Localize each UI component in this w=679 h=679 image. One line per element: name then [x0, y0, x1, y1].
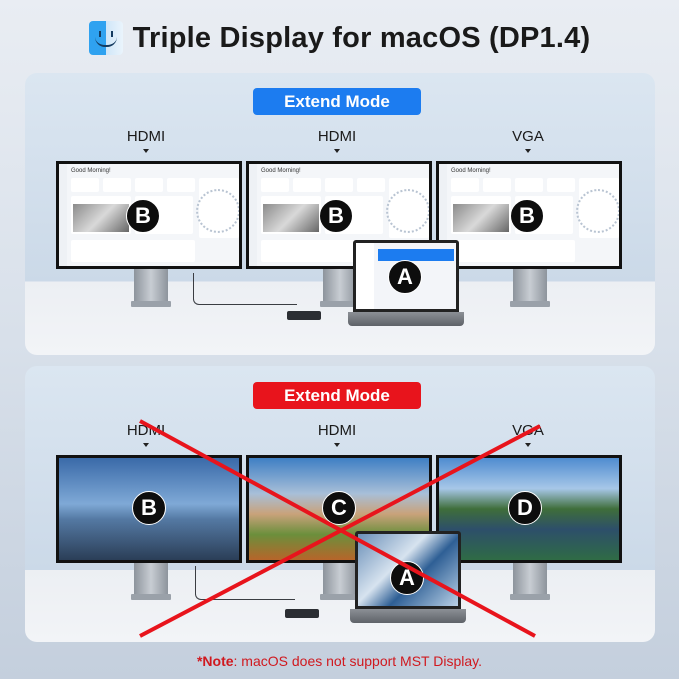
finder-icon [88, 21, 123, 55]
monitor-stand [513, 267, 547, 303]
display-label-a: A [390, 561, 424, 595]
monitor-right: D [436, 455, 622, 563]
laptop-screen: A [355, 531, 461, 609]
monitor-left: Good Morning! B [56, 161, 242, 269]
port-label-1: HDMI [106, 128, 186, 153]
monitor-stand [323, 267, 357, 303]
display-label-b: B [132, 491, 166, 525]
monitor-center: Good Morning! B [246, 161, 432, 269]
display-label-b: B [510, 199, 544, 233]
footnote: *Note: macOS does not support MST Displa… [0, 653, 679, 669]
monitor-stand [134, 267, 168, 303]
monitor-stand-base [320, 594, 360, 600]
monitor-stand-base [510, 301, 550, 307]
monitor-stand-base [510, 594, 550, 600]
monitor-stand [134, 562, 168, 596]
greeting-text: Good Morning! [261, 168, 301, 174]
greeting-text: Good Morning! [451, 168, 491, 174]
port-label-3: VGA [488, 128, 568, 153]
laptop-base [350, 609, 466, 623]
port-label-1: HDMI [106, 422, 186, 447]
monitor-stand [513, 562, 547, 596]
monitor-left: B [56, 455, 242, 563]
port-label-3: VGA [488, 422, 568, 447]
monitor-stand [323, 562, 357, 596]
cable [193, 273, 297, 305]
unsupported-setup-panel: Extend Mode HDMI HDMI VGA B C D A [25, 366, 655, 642]
monitor-stand-base [131, 301, 171, 307]
laptop-base [348, 312, 464, 326]
cable [195, 566, 295, 600]
port-label-2: HDMI [297, 128, 377, 153]
monitor-stand-base [320, 301, 360, 307]
supported-setup-panel: Extend Mode HDMI HDMI VGA Good Morning! … [25, 73, 655, 355]
mode-badge: Extend Mode [253, 88, 421, 115]
header: Triple Display for macOS (DP1.4) [0, 14, 679, 62]
display-label-b: B [126, 199, 160, 233]
monitor-right: Good Morning! B [436, 161, 622, 269]
greeting-text: Good Morning! [71, 168, 111, 174]
usb-c-hub [285, 609, 319, 618]
note-text: : macOS does not support MST Display. [233, 653, 483, 669]
port-label-2: HDMI [297, 422, 377, 447]
display-label-d: D [508, 491, 542, 525]
note-prefix: *Note [196, 653, 234, 669]
laptop-screen: A [353, 240, 459, 312]
monitor-stand-base [131, 594, 171, 600]
page-title: Triple Display for macOS (DP1.4) [132, 21, 591, 54]
display-label-b: B [319, 199, 353, 233]
display-label-c: C [322, 491, 356, 525]
display-label-a: A [388, 260, 422, 294]
usb-c-hub [287, 311, 321, 320]
mode-badge: Extend Mode [253, 382, 421, 409]
